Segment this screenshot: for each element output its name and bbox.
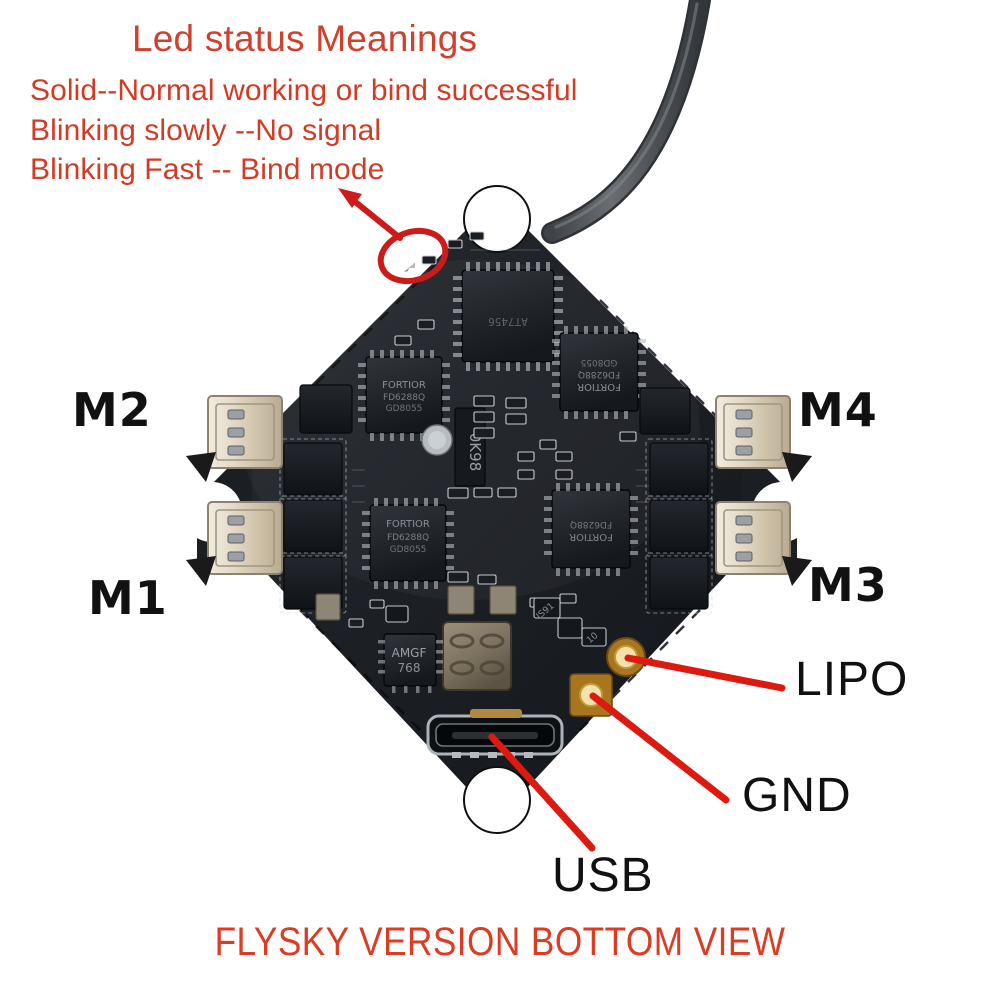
svg-text:AT7456: AT7456 (488, 315, 528, 328)
motor-pointer-arrows (186, 452, 812, 586)
connector-m1 (207, 501, 283, 575)
power-inductor (442, 621, 512, 691)
micro-usb-port (426, 709, 564, 758)
motor-connectors (207, 395, 791, 575)
legend-title: Led status Meanings (132, 18, 478, 59)
legend-line-solid: Solid--Normal working or bind successful (30, 74, 578, 107)
usb-leader (488, 733, 596, 852)
svg-text:768: 768 (398, 661, 421, 675)
svg-text:GD8055: GD8055 (581, 357, 618, 367)
svg-text:GD8055: GD8055 (390, 545, 427, 555)
connector-m2 (207, 395, 283, 469)
legend-line-blinking-slowly: Blinking slowly --No signal (30, 114, 382, 147)
legend-line-blinking-fast: Blinking Fast -- Bind mode (30, 153, 385, 186)
svg-text:FORTIOR: FORTIOR (386, 519, 430, 530)
svg-text:AMGF: AMGF (392, 646, 427, 660)
motor-label-m2: M2 (72, 383, 152, 437)
motor-label-m4: M4 (798, 383, 878, 437)
pad-label-lipo: LIPO (795, 653, 909, 706)
smd-passives: IS91 10 (315, 231, 637, 647)
annotation-layer (186, 188, 812, 852)
chip-amgf: AMGF 768 (378, 633, 443, 693)
lipo-leader (624, 654, 786, 692)
led-arrow (338, 188, 403, 241)
svg-text:FORTIOR: FORTIOR (382, 380, 426, 391)
svg-text:FD6288Q: FD6288Q (383, 393, 425, 403)
led-callout-ellipse (377, 228, 449, 284)
chip-fortior-1: FORTIOR FD6288Q GD8055 (358, 350, 450, 441)
chip-fortior-3: FORTIOR FD6288Q GD8055 (552, 326, 646, 419)
chip-fortior-4: FORTIOR FD6288Q (544, 483, 638, 576)
motor-label-m3: M3 (808, 558, 888, 612)
svg-text:FD6288Q: FD6288Q (570, 519, 612, 529)
bottom-caption: FLYSKY VERSION BOTTOM VIEW (214, 920, 786, 964)
svg-text:FD6288Q: FD6288Q (387, 533, 429, 543)
svg-text:FD6288Q: FD6288Q (578, 369, 620, 379)
antenna-cable (541, 0, 711, 244)
chip-mcu: AT7456 (453, 262, 563, 371)
connector-m3 (715, 501, 791, 575)
svg-text:GD8055: GD8055 (386, 404, 423, 414)
svg-text:0K98: 0K98 (466, 433, 484, 471)
svg-text:FORTIOR: FORTIOR (577, 381, 621, 392)
connector-m4 (715, 395, 791, 469)
pad-label-gnd: GND (742, 769, 852, 822)
pad-label-usb: USB (552, 849, 654, 902)
svg-text:FORTIOR: FORTIOR (569, 531, 613, 542)
chip-fortior-2: FORTIOR FD6288Q GD8055 (362, 498, 454, 589)
mosfet-array (283, 384, 709, 610)
motor-label-m1: M1 (88, 571, 168, 625)
gnd-leader (589, 692, 730, 804)
